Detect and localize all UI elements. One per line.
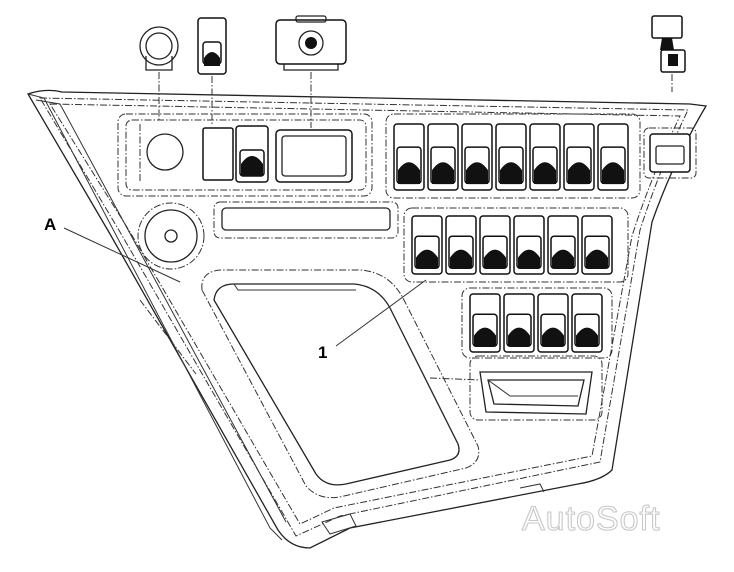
- rotary-knob-part: [139, 26, 179, 122]
- switch-bank-row-2: [403, 207, 629, 283]
- rocker-switch: [563, 123, 595, 191]
- watermark-text: AutoSoft: [522, 500, 660, 538]
- rocker-switch: [495, 123, 527, 191]
- horizontal-slot: [213, 201, 399, 239]
- rocker-switch: [571, 293, 603, 353]
- rocker-switch: [393, 123, 425, 191]
- callout-label-a: A: [44, 215, 56, 234]
- rocker-switch: [411, 215, 443, 275]
- switch-bank-row-1: [385, 113, 641, 199]
- rocker-switch: [597, 123, 629, 191]
- rocker-switch: [503, 293, 535, 353]
- rocker-switch: [427, 123, 459, 191]
- panel-body: [27, 89, 708, 549]
- callout-label-1: 1: [318, 343, 327, 362]
- left-switch-bay: [117, 113, 373, 197]
- callout-1: 1: [318, 279, 427, 362]
- leader-line-a: [63, 227, 181, 283]
- switch-bank-row-3: [461, 287, 613, 359]
- rocker-switch: [469, 293, 501, 353]
- rocker-switch: [513, 215, 545, 275]
- large-tray: [201, 269, 480, 499]
- rocker-switch: [537, 293, 569, 353]
- rocker-switch: [547, 215, 579, 275]
- single-switch-part: [197, 17, 227, 124]
- indicator-module: [643, 127, 697, 179]
- rocker-switch: [445, 215, 477, 275]
- rocker-switch: [581, 215, 613, 275]
- connector-part: [651, 15, 686, 92]
- rotary-control: [137, 202, 205, 270]
- storage-pocket: [429, 355, 603, 421]
- rocker-switch: [529, 123, 561, 191]
- callout-a: A: [44, 215, 181, 283]
- socket-module-part: [275, 15, 347, 128]
- rocker-switch: [479, 215, 511, 275]
- rocker-switch: [461, 123, 493, 191]
- loose-components: [139, 15, 686, 128]
- leader-line-1: [335, 279, 427, 347]
